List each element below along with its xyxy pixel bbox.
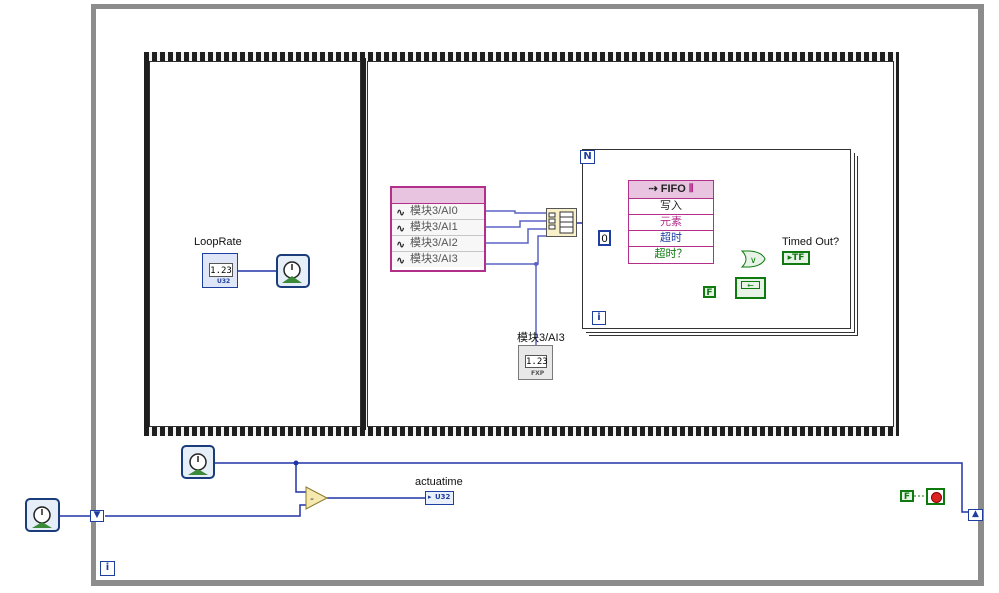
for-loop-count-terminal[interactable]: N [580, 150, 595, 164]
ai3-indicator-label: 模块3/AI3 [517, 332, 565, 344]
sequence-frame-1[interactable] [149, 61, 361, 427]
looprate-label: LoopRate [194, 236, 242, 248]
channel-row-ai3[interactable]: ∿模块3/AI3 [392, 252, 484, 267]
looprate-value: 1.23 [209, 263, 233, 277]
false-constant-outer[interactable]: F [900, 490, 914, 502]
fifo-method[interactable]: 写入 [629, 198, 713, 214]
timed-out-value: TF [792, 253, 805, 263]
ai3-indicator[interactable]: 1.23 FXP [518, 345, 553, 380]
wire-ai2 [483, 228, 546, 244]
for-loop-iteration-terminal: i [592, 311, 606, 325]
false-constant-inner[interactable]: F [703, 286, 716, 298]
ai3-value: 1.23 [525, 355, 548, 368]
actuatime-label: actuatime [415, 476, 463, 488]
stop-terminal-icon[interactable] [926, 488, 945, 505]
channel-ai2-label: 模块3/AI2 [410, 237, 458, 249]
fifo-timed-out-output[interactable]: 超时？ [629, 246, 713, 262]
timed-out-label: Timed Out? [782, 236, 840, 248]
shift-register-right[interactable]: ▲ [968, 509, 983, 521]
channel-row-ai0[interactable]: ∿模块3/AI0 [392, 204, 484, 220]
svg-text:-: - [310, 492, 314, 505]
channel-ai0-label: 模块3/AI0 [410, 205, 458, 217]
channel-row-ai1[interactable]: ∿模块3/AI1 [392, 220, 484, 236]
timeout-constant[interactable]: 0 [598, 230, 611, 246]
build-array-node[interactable] [546, 208, 577, 237]
actuatime-arrow-icon: ▸ [428, 493, 432, 501]
fifo-timeout-input[interactable]: 超时 [629, 230, 713, 246]
svg-text:∨: ∨ [750, 256, 757, 266]
while-loop-border[interactable] [91, 4, 984, 586]
while-loop-iteration-terminal: i [100, 561, 115, 576]
fifo-write-node[interactable]: ⇢ FIFO ⫴ 写入 元素 超时 超时？ [628, 180, 714, 264]
channel-row-ai2[interactable]: ∿模块3/AI2 [392, 236, 484, 252]
looprate-type: U32 [217, 278, 231, 285]
fifo-title: FIFO [660, 183, 686, 195]
fifo-arrow-icon: ⇢ [648, 183, 658, 195]
looprate-indicator[interactable]: 1.23 U32 [202, 253, 238, 288]
ai3-type: FXP [531, 370, 545, 377]
actuatime-indicator[interactable]: ▸ U32 [425, 491, 454, 505]
timed-out-indicator[interactable]: ▸TF [782, 251, 810, 265]
tick-count-icon-top[interactable] [181, 445, 215, 479]
shift-register-left[interactable]: ▼ [90, 510, 104, 522]
fifo-element-input[interactable]: 元素 [629, 214, 713, 230]
wire-ai1 [483, 220, 546, 228]
feedback-node[interactable]: ← [735, 277, 766, 299]
tick-count-icon-outside[interactable] [25, 498, 60, 532]
fifo-stack-icon: ⫴ [688, 183, 694, 195]
channel-ai3-label: 模块3/AI3 [410, 253, 458, 265]
for-loop[interactable] [582, 149, 851, 329]
loop-timer-icon[interactable] [276, 254, 310, 288]
wire-ai0 [483, 210, 546, 214]
timed-out-arrow-icon: ▸ [787, 253, 793, 263]
or-gate[interactable]: ∨ [740, 250, 766, 268]
channel-ai1-label: 模块3/AI1 [410, 221, 458, 233]
actuatime-type: U32 [435, 493, 451, 501]
subtract-node [305, 486, 329, 510]
channel-node[interactable]: ∿模块3/AI0 ∿模块3/AI1 ∿模块3/AI2 ∿模块3/AI3 [390, 186, 486, 272]
wire-ai3 [483, 235, 546, 265]
